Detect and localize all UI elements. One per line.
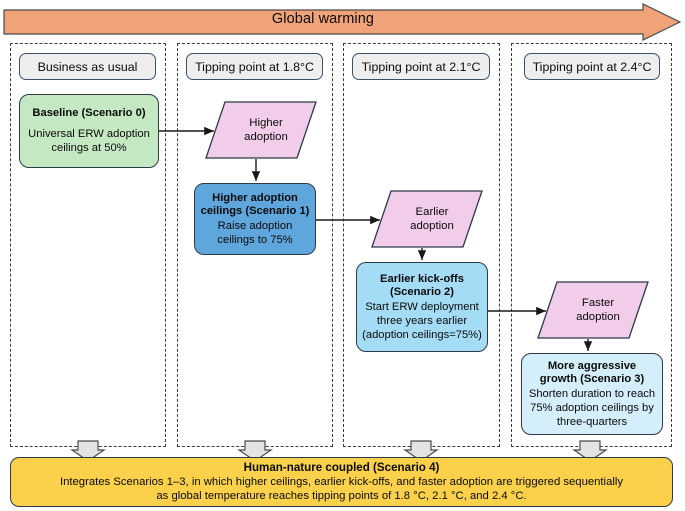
trigger-earlier-adoption[interactable]: Earlier adoption <box>371 190 483 248</box>
trigger-higher-adoption-line1: Higher <box>249 117 283 129</box>
parallelogram-shape-faster-adoption <box>537 281 649 339</box>
summary-title: Human-nature coupled (Scenario 4) <box>243 460 440 474</box>
node-scenario3-title-line2: growth (Scenario 3) <box>539 373 645 385</box>
node-scenario4-summary[interactable]: Human-nature coupled (Scenario 4) Integr… <box>10 457 673 507</box>
summary-line1: Integrates Scenarios 1–3, in which highe… <box>59 475 624 488</box>
trigger-higher-adoption[interactable]: Higher adoption <box>205 101 317 159</box>
global-warming-label: Global warming <box>271 11 375 27</box>
trigger-faster-adoption-line2: adoption <box>576 311 620 323</box>
node-scenario1-title-line2: ceilings (Scenario 1) <box>200 205 310 217</box>
trigger-earlier-adoption-line1: Earlier <box>415 206 449 218</box>
node-scenario3-title-line1: More aggressive <box>547 359 637 372</box>
node-scenario2-line3: (adoption ceilings=75%) <box>362 328 482 341</box>
column-header-business-as-usual: Business as usual <box>19 53 156 80</box>
trigger-higher-adoption-text: Higher adoption <box>205 101 317 159</box>
node-scenario3-line3: three-quarters <box>556 415 628 428</box>
node-baseline-scenario0[interactable]: Baseline (Scenario 0) Universal ERW adop… <box>19 94 159 168</box>
trigger-faster-adoption-line1: Faster <box>581 297 615 309</box>
parallelogram-shape-higher-adoption <box>205 101 317 159</box>
column-header-tipping-2-4: Tipping point at 2.4°C <box>524 53 660 80</box>
column-header-tipping-2-1: Tipping point at 2.1°C <box>352 53 490 80</box>
node-baseline-line2: ceilings at 50% <box>51 142 127 155</box>
trigger-earlier-adoption-text: Earlier adoption <box>371 190 483 248</box>
node-baseline-line1: Universal ERW adoption <box>28 128 150 141</box>
node-scenario3-line2: 75% adoption ceilings by <box>530 401 654 414</box>
parallelogram-shape-earlier-adoption <box>371 190 483 248</box>
node-scenario2-title-line1: Earlier kick-offs <box>380 272 464 285</box>
node-scenario2[interactable]: Earlier kick-offs (Scenario 2) Start ERW… <box>356 262 488 352</box>
node-scenario2-line1: Start ERW deployment <box>365 300 479 313</box>
node-scenario1-line2: ceilings to 75% <box>217 233 293 246</box>
global-warming-arrow-shape <box>3 3 682 41</box>
trigger-higher-adoption-line2: adoption <box>244 131 288 143</box>
trigger-earlier-adoption-line2: adoption <box>410 220 454 232</box>
node-baseline-title: Baseline (Scenario 0) <box>32 106 146 119</box>
node-scenario1-line1: Raise adoption <box>217 219 293 232</box>
node-scenario3[interactable]: More aggressive growth (Scenario 3) Shor… <box>521 353 663 435</box>
column-header-tipping-1-8: Tipping point at 1.8°C <box>186 53 323 80</box>
node-scenario2-title-line2: (Scenario 2) <box>389 286 455 298</box>
node-scenario3-line1: Shorten duration to reach <box>528 387 656 400</box>
global-warming-arrow: Global warming <box>3 3 682 41</box>
node-scenario1[interactable]: Higher adoption ceilings (Scenario 1) Ra… <box>194 183 316 255</box>
summary-line2: as global temperature reaches tipping po… <box>156 490 527 502</box>
node-scenario1-title-line1: Higher adoption <box>212 191 298 204</box>
trigger-faster-adoption-text: Faster adoption <box>537 281 649 339</box>
node-scenario2-line2: three years earlier <box>376 314 468 327</box>
trigger-faster-adoption[interactable]: Faster adoption <box>537 281 649 339</box>
